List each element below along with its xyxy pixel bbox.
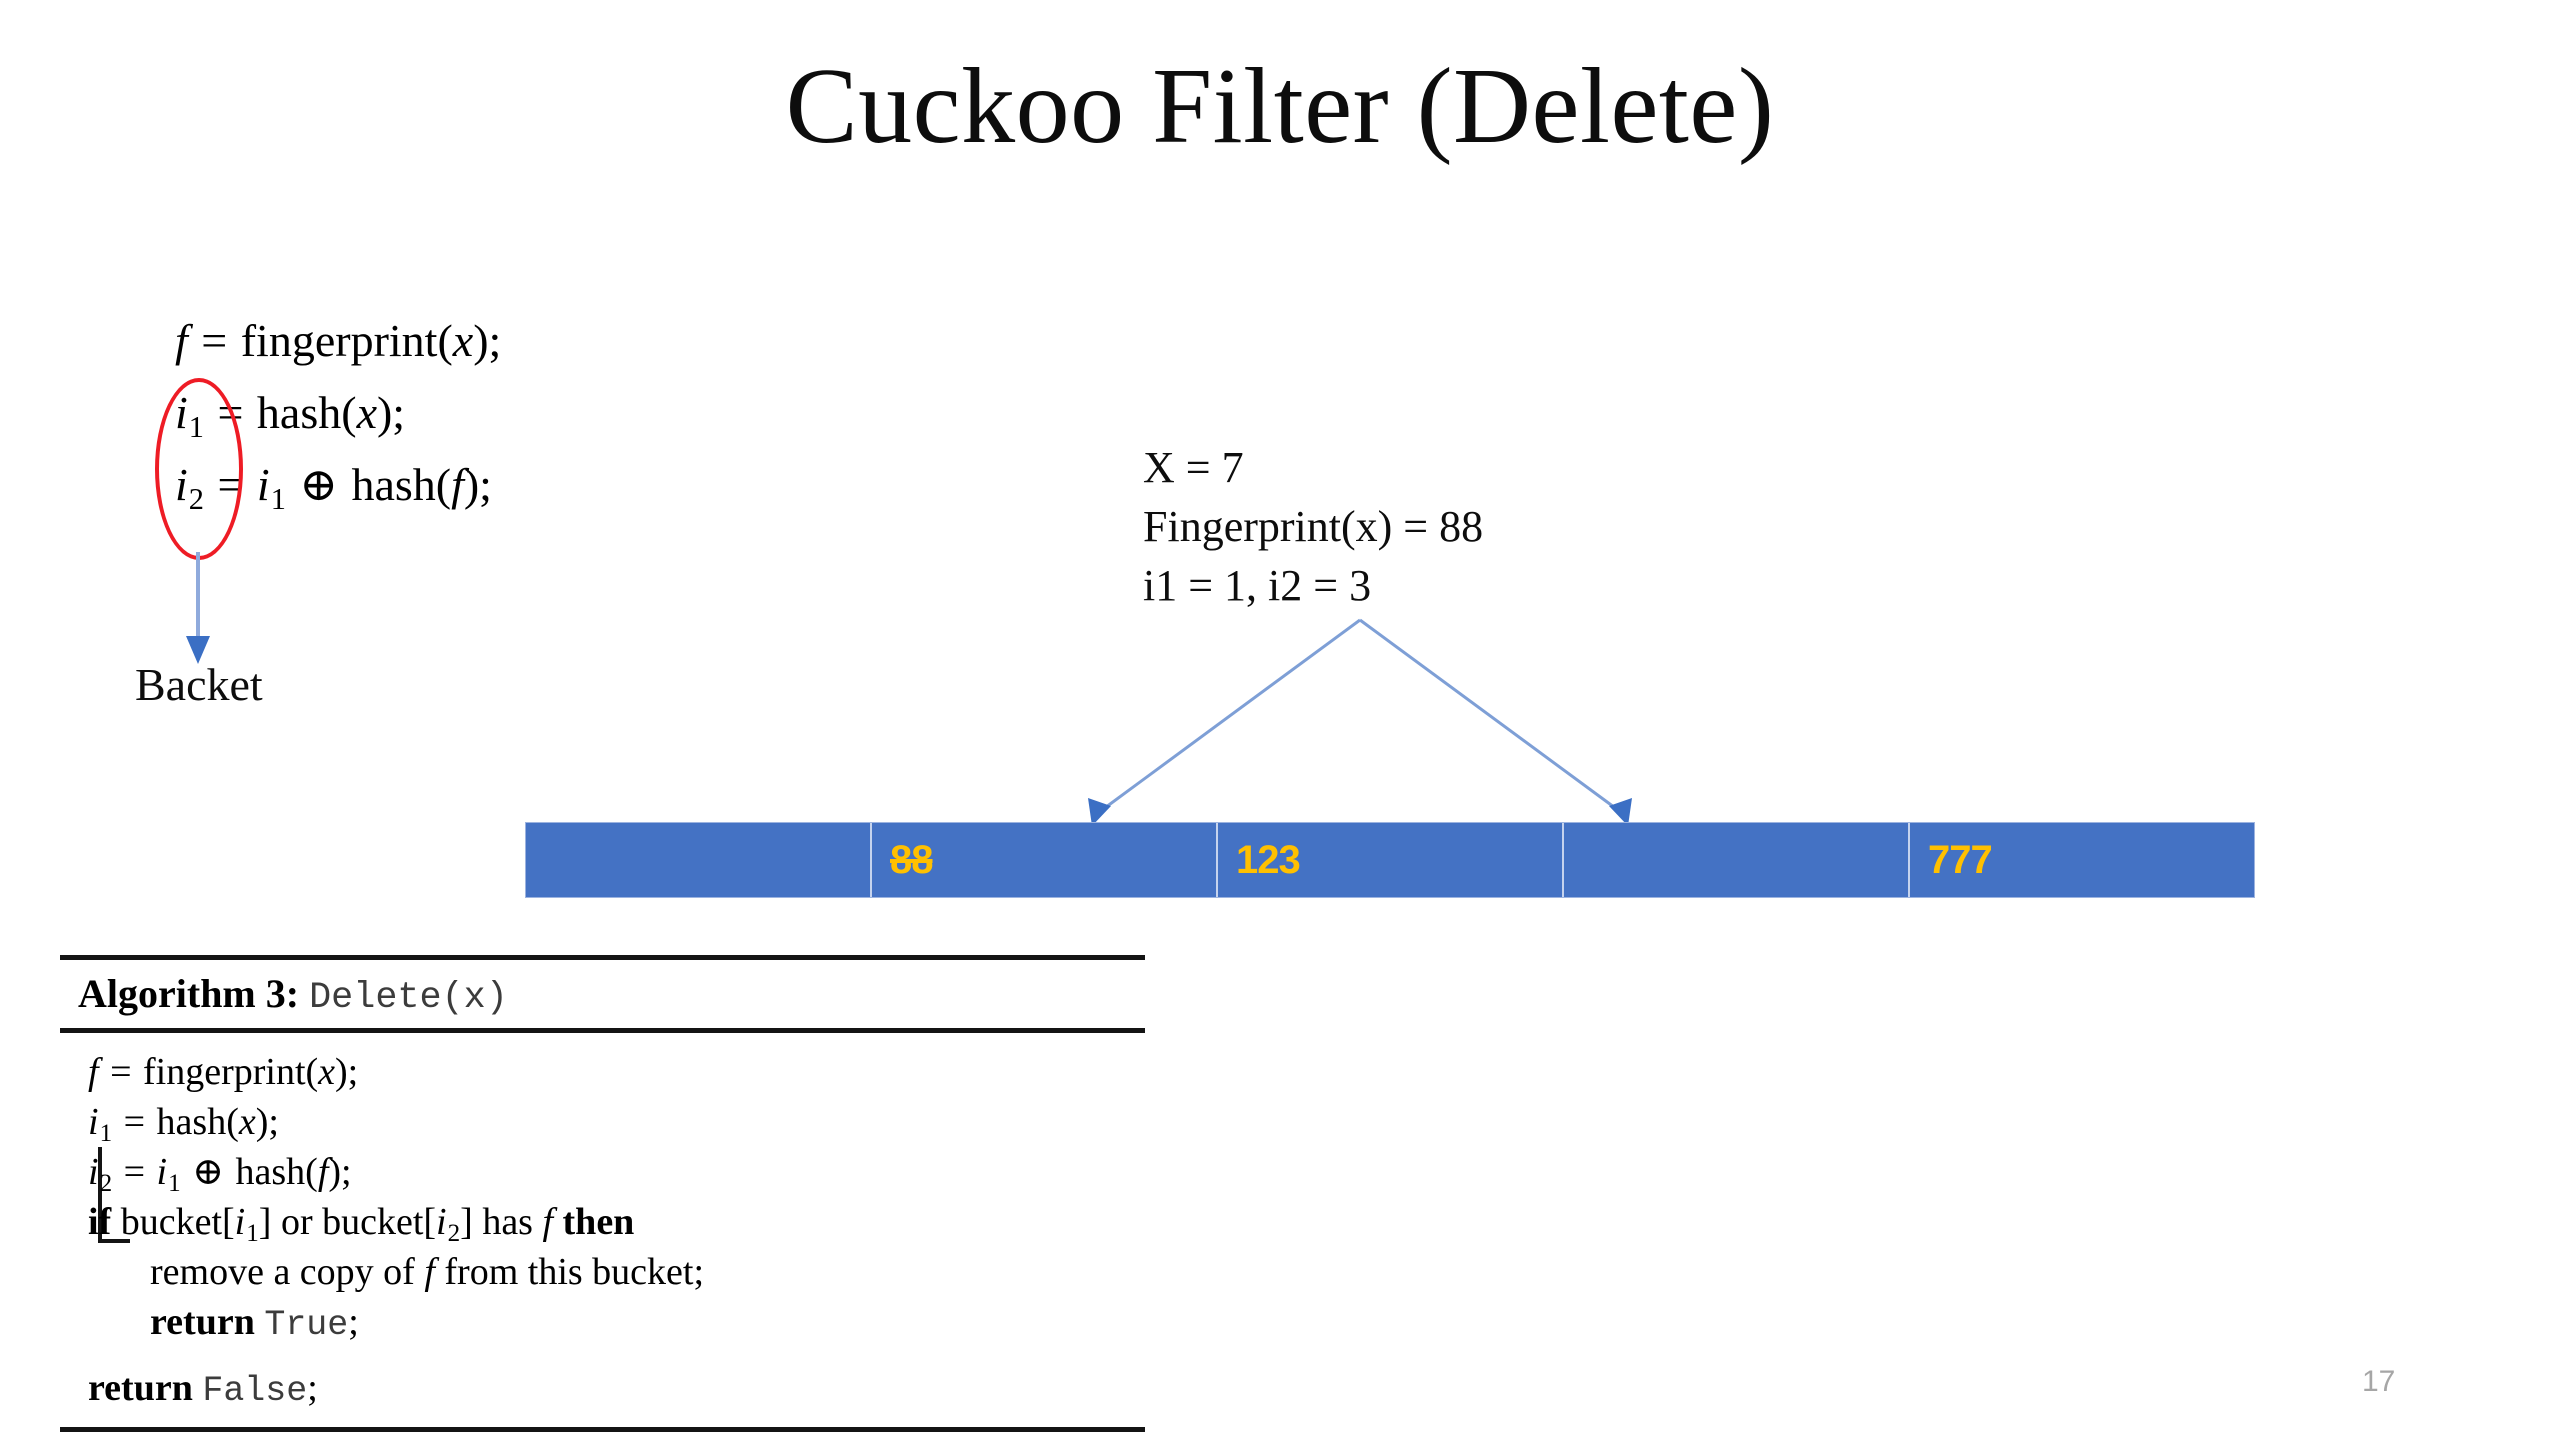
algo-idx-i-2: i (436, 1201, 447, 1244)
algo-semicolon-2: ; (307, 1367, 318, 1410)
algo-var-f-1: f (88, 1051, 99, 1094)
algo-idx-sub-1: 1 (246, 1220, 259, 1248)
algorithm-signature: Delete(x) (309, 977, 508, 1019)
bucket-cell-value-1: 88 (890, 838, 933, 882)
algo-kw-then: then (562, 1201, 635, 1244)
algo-remove-text: remove a copy of (150, 1251, 415, 1294)
xor-icon: ⊕ (299, 459, 338, 510)
bucket-cell-1[interactable]: 88 (872, 823, 1218, 897)
bucket-bar: 88 123 777 (525, 822, 2255, 898)
formula-var-f: f (175, 315, 188, 366)
algorithm-rule-bottom (60, 1427, 1145, 1433)
algo-idx-sub-2: 2 (447, 1220, 461, 1248)
algorithm-line-7: return False; (88, 1363, 1145, 1413)
algo-bucket-2: bucket[ (322, 1201, 437, 1244)
formula-line-1: f = fingerprint(x); (175, 305, 501, 377)
formula-arg-x-2: x (356, 387, 377, 438)
algo-var-f-3: f (424, 1251, 435, 1294)
bucket-cell-value-4: 777 (1928, 838, 1993, 882)
page-title: Cuckoo Filter (Delete) (785, 47, 1775, 166)
bucket-cell-0[interactable] (526, 823, 872, 897)
algo-var-i-1: i (88, 1101, 99, 1144)
algorithm-line-3: i2 = i1 ⊕ hash(f); (88, 1147, 1145, 1197)
algo-fn-hash-1: hash( (156, 1101, 239, 1144)
formula-sub-1-ref: 1 (270, 481, 286, 516)
bucket-cell-4[interactable]: 777 (1910, 823, 2254, 897)
algo-xor-icon: ⊕ (192, 1151, 224, 1194)
algo-var-f-2: f (542, 1201, 554, 1244)
example-note-line-indices: i1 = 1, i2 = 3 (1143, 561, 1372, 610)
formula-fn-hash-2: hash( (351, 459, 452, 510)
bucket-cell-value-2: 123 (1236, 838, 1301, 882)
example-note-line-x: X = 7 (1143, 443, 1244, 492)
algo-kw-return-1: return (150, 1301, 255, 1344)
algo-arg-x-2: x (238, 1101, 256, 1144)
algo-kw-return-2: return (88, 1367, 193, 1410)
bucket-cell-3[interactable] (1564, 823, 1910, 897)
algo-end-3: ); (328, 1151, 352, 1194)
algo-end-2: ); (255, 1101, 279, 1144)
algorithm-label: Algorithm 3: (78, 971, 300, 1016)
algo-eq-3: = (123, 1151, 146, 1194)
algo-arg-f-1: f (317, 1151, 329, 1194)
algorithm-line-5: remove a copy of f from this bucket; (88, 1247, 1145, 1297)
red-ellipse-annotation (155, 378, 243, 560)
bucket-pointer-arrow-icon (186, 552, 210, 664)
algo-idx-i-1: i (234, 1201, 246, 1244)
algorithm-rule-middle (60, 1028, 1145, 1034)
algo-kw-or: or (280, 1201, 313, 1244)
algo-fn-hash-2: hash( (235, 1151, 318, 1194)
algo-fn-fingerprint: fingerprint( (143, 1051, 319, 1094)
algo-sub-1-ref2: 1 (168, 1170, 181, 1198)
algo-semicolon-1: ; (348, 1301, 359, 1344)
algorithm-line-1: f = fingerprint(x); (88, 1047, 1145, 1097)
algo-end-1: ); (335, 1051, 359, 1094)
algo-sub-1: 1 (99, 1120, 113, 1148)
algo-bracket-close-1: ] (258, 1201, 272, 1244)
example-note: X = 7 Fingerprint(x) = 88 i1 = 1, i2 = 3 (1143, 438, 1483, 615)
formula-var-i1-ref: i (256, 459, 270, 510)
formula-arg-x-1: x (452, 315, 474, 366)
algorithm-line-4: if bucket[i1] or bucket[i2] has f then (88, 1197, 1145, 1247)
indent-bracket (98, 1147, 130, 1244)
fanout-arrows-icon (1088, 618, 1632, 826)
bucket-cell-2[interactable]: 123 (1218, 823, 1564, 897)
formula-end-3: ); (463, 459, 492, 510)
algo-arg-x-1: x (318, 1051, 336, 1094)
bucket-label: Backet (135, 659, 263, 710)
algo-var-i-ref: i (156, 1151, 168, 1194)
algo-has: has (482, 1201, 533, 1244)
algo-var-i-2: i (88, 1151, 99, 1194)
algo-kw-if: if (88, 1201, 112, 1244)
formula-end-2: ); (376, 387, 406, 438)
formula-equals-1: = (201, 315, 228, 366)
formula-fn-fingerprint: fingerprint( (240, 315, 453, 366)
algo-bucket-1: bucket[ (120, 1201, 235, 1244)
algo-val-true: True (264, 1306, 349, 1346)
algorithm-spacer (88, 1347, 1145, 1363)
algo-eq-2: = (123, 1101, 146, 1144)
algo-frombucket-text: from this bucket; (444, 1251, 705, 1294)
formula-arg-f: f (451, 459, 464, 510)
algorithm-line-6: return True; (88, 1297, 1145, 1347)
formula-fn-hash-1: hash( (256, 387, 357, 438)
example-note-line-fingerprint: Fingerprint(x) = 88 (1143, 502, 1484, 551)
algorithm-header: Algorithm 3: Delete(x) (60, 960, 1145, 1028)
page-number: 17 (2362, 1365, 2396, 1398)
algo-sub-2: 2 (99, 1170, 113, 1198)
algorithm-box: Algorithm 3: Delete(x) f = fingerprint(x… (60, 955, 1145, 1433)
algo-bracket-close-2: ] (460, 1201, 473, 1244)
algorithm-body: f = fingerprint(x); i1 = hash(x); i2 = i… (60, 1033, 1145, 1427)
algo-val-false: False (202, 1372, 308, 1412)
algo-eq-1: = (110, 1051, 132, 1094)
algorithm-line-2: i1 = hash(x); (88, 1097, 1145, 1147)
formula-end-1: ); (473, 315, 502, 366)
algorithm-rule-top (60, 955, 1145, 960)
